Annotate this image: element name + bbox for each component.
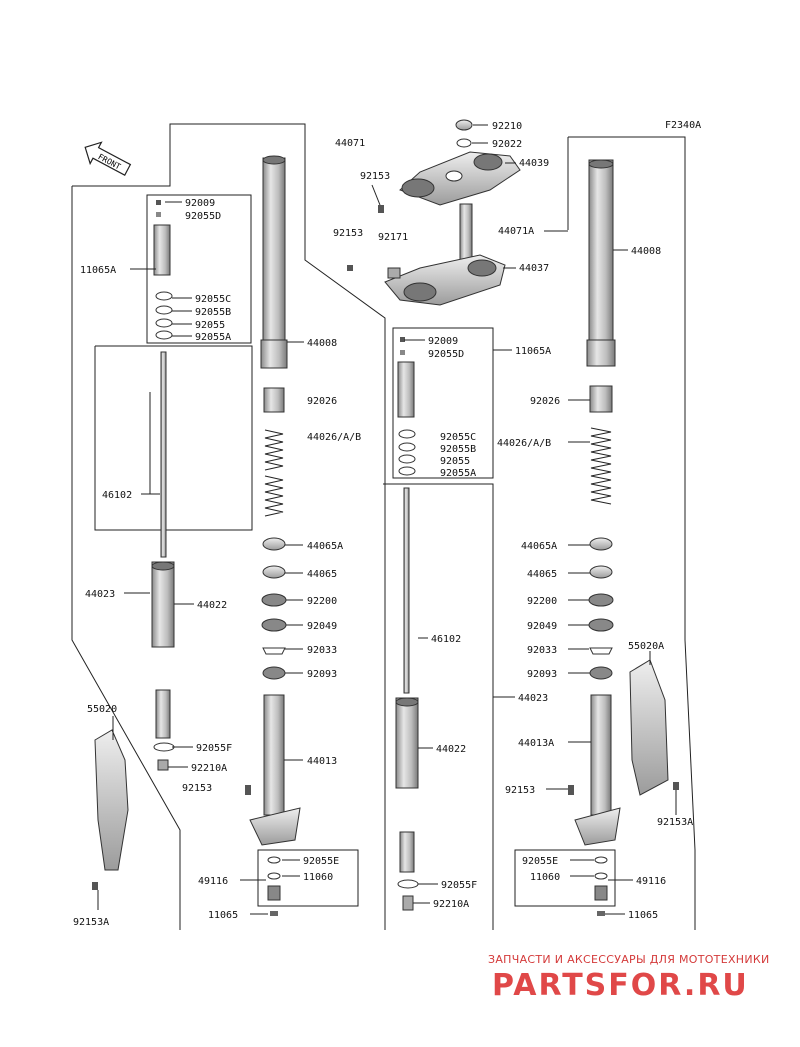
label-92153-mid: 92153 [333,228,363,239]
label-92153-top: 92153 [360,171,390,182]
label-92009-left: 92009 [185,198,215,209]
label-92210: 92210 [492,121,522,132]
label-11065-right: 11065 [628,910,658,921]
label-92200-right: 92200 [527,596,557,607]
diagram-code: F2340A [665,120,701,131]
label-44022-left: 44022 [197,600,227,611]
label-49116-right: 49116 [636,876,666,887]
right-cartridge-box [392,327,494,479]
label-92210A-right: 92210A [433,899,469,910]
label-44065-left: 44065 [307,569,337,580]
right-fork-parts [395,159,679,916]
label-44065A-right: 44065A [521,541,557,552]
label-92093-left: 92093 [307,669,337,680]
watermark-tagline: ЗАПЧАСТИ И АКСЕССУАРЫ ДЛЯ МОТОТЕХНИКИ [488,953,770,966]
label-44071: 44071 [335,138,365,149]
label-92055-left: 92055 [195,320,225,331]
label-92093-right: 92093 [527,669,557,680]
label-92022: 92022 [492,139,522,150]
label-46102-left: 46102 [102,490,132,501]
label-92055B-left: 92055B [195,307,231,318]
part-labels: 44071 92210 92022 44039 92153 92153 9217… [73,121,693,928]
right-fork-outline [567,136,696,930]
label-11065-left: 11065 [208,910,238,921]
label-92049-left: 92049 [307,621,337,632]
left-axle-box [257,849,359,907]
label-92153-right: 92153 [505,785,535,796]
label-92055A-right: 92055A [440,468,476,479]
label-92210A-left: 92210A [191,763,227,774]
label-92033-left: 92033 [307,645,337,656]
label-55020A: 55020A [628,641,664,652]
label-92026-left: 92026 [307,396,337,407]
label-44026-right: 44026/A/B [497,438,551,449]
label-46102-right: 46102 [431,634,461,645]
label-92055E-right: 92055E [522,856,558,867]
label-44037: 44037 [519,263,549,274]
label-92026-right: 92026 [530,396,560,407]
label-92055D-right: 92055D [428,349,464,360]
label-11065A-right: 11065A [515,346,551,357]
label-44065A-left: 44065A [307,541,343,552]
label-11060-left: 11060 [303,872,333,883]
label-92049-right: 92049 [527,621,557,632]
label-92200-left: 92200 [307,596,337,607]
label-44023-right: 44023 [518,693,548,704]
label-44013: 44013 [307,756,337,767]
watermark-logo: PARTSFOR.RU [492,968,749,1003]
label-92033-right: 92033 [527,645,557,656]
label-44022-right: 44022 [436,744,466,755]
top-triple-clamp [378,119,521,213]
label-11060-right: 11060 [530,872,560,883]
label-92055A-left: 92055A [195,332,231,343]
leader-lines [97,124,677,915]
label-92171: 92171 [378,232,408,243]
label-92153A-right: 92153A [657,817,693,828]
label-92009-right: 92009 [428,336,458,347]
label-55020: 55020 [87,704,117,715]
label-44071A: 44071A [498,226,534,237]
label-44026-left: 44026/A/B [307,432,361,443]
label-92055-right: 92055 [440,456,470,467]
label-92055E-left: 92055E [303,856,339,867]
label-49116-left: 49116 [198,876,228,887]
label-44039: 44039 [519,158,549,169]
right-rod-box [383,483,494,930]
left-fork-parts [92,155,301,916]
watermark: ЗАПЧАСТИ И АКСЕССУАРЫ ДЛЯ МОТОТЕХНИКИ PA… [488,953,770,1003]
label-92055D-left: 92055D [185,211,221,222]
left-rod-box [94,345,253,531]
label-92055C-left: 92055C [195,294,231,305]
label-92153-left: 92153 [182,783,212,794]
stem-bottom-clamp [347,203,506,306]
label-92055C-right: 92055C [440,432,476,443]
right-axle-box [514,849,616,907]
front-arrow-icon: FRONT [84,141,132,176]
label-11065A-left: 11065A [80,265,116,276]
label-92055F-right: 92055F [441,880,477,891]
label-92153A-left: 92153A [73,917,109,928]
label-44013A: 44013A [518,738,554,749]
left-fork-outline [71,123,386,930]
label-44065-right: 44065 [527,569,557,580]
label-92055B-right: 92055B [440,444,476,455]
label-44008-right: 44008 [631,246,661,257]
label-44023-left: 44023 [85,589,115,600]
label-92055F-left: 92055F [196,743,232,754]
label-44008-left: 44008 [307,338,337,349]
